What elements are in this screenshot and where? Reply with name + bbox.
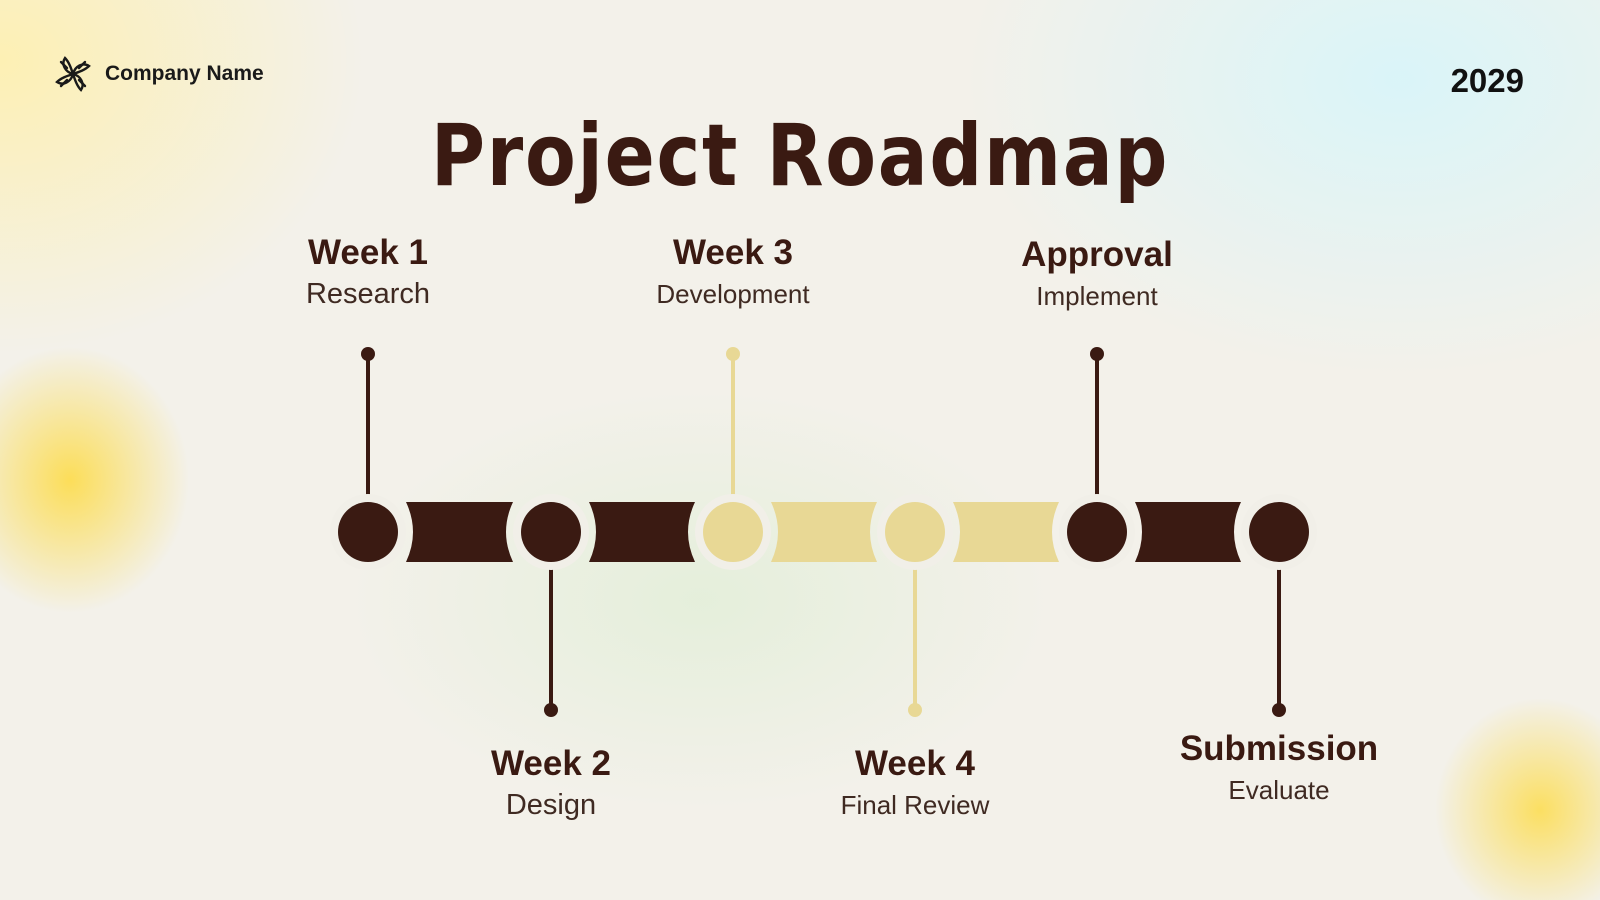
milestone-node (521, 502, 581, 562)
milestone-label: Week 1 Research (238, 232, 498, 314)
milestone-description: Evaluate (1228, 775, 1330, 805)
milestone-name: Submission (1179, 729, 1379, 768)
milestone-label: Week 2 Design (421, 743, 681, 825)
milestone-label: Week 4 Final Review (785, 743, 1045, 825)
milestone-name: Week 1 (308, 233, 428, 272)
milestone-node (703, 502, 763, 562)
milestone-dot (361, 347, 375, 361)
milestone-node (1067, 502, 1127, 562)
milestone-description: Design (505, 789, 597, 821)
timeline-segment (953, 502, 1059, 562)
timeline-segment (589, 502, 695, 562)
milestone-dot (544, 703, 558, 717)
milestone-description: Implement (1036, 281, 1158, 311)
timeline-segment (771, 502, 877, 562)
timeline-segment (1135, 502, 1241, 562)
flower-logo-icon (55, 56, 91, 92)
milestone-description: Research (305, 278, 431, 310)
milestone-name: Week 4 (855, 744, 975, 783)
milestone-name: Approval (1021, 235, 1173, 274)
milestone-dot (908, 703, 922, 717)
milestone-node (338, 502, 398, 562)
milestone-name: Week 3 (673, 233, 793, 272)
company-name: Company Name (105, 62, 264, 85)
milestone-name: Week 2 (491, 744, 611, 783)
milestone-node (1249, 502, 1309, 562)
milestone-dot (1090, 347, 1104, 361)
milestone-node (885, 502, 945, 562)
year-label: 2029 (1450, 62, 1524, 99)
milestone-description: Final Review (840, 790, 990, 820)
milestone-dot (1272, 703, 1286, 717)
milestone-description: Development (656, 279, 810, 309)
milestone-dot (726, 347, 740, 361)
timeline-segment (406, 502, 513, 562)
page-title: Project Roadmap (430, 106, 1170, 206)
company-logo: Company Name (53, 54, 264, 94)
milestone-label: Week 3 Development (603, 232, 863, 314)
